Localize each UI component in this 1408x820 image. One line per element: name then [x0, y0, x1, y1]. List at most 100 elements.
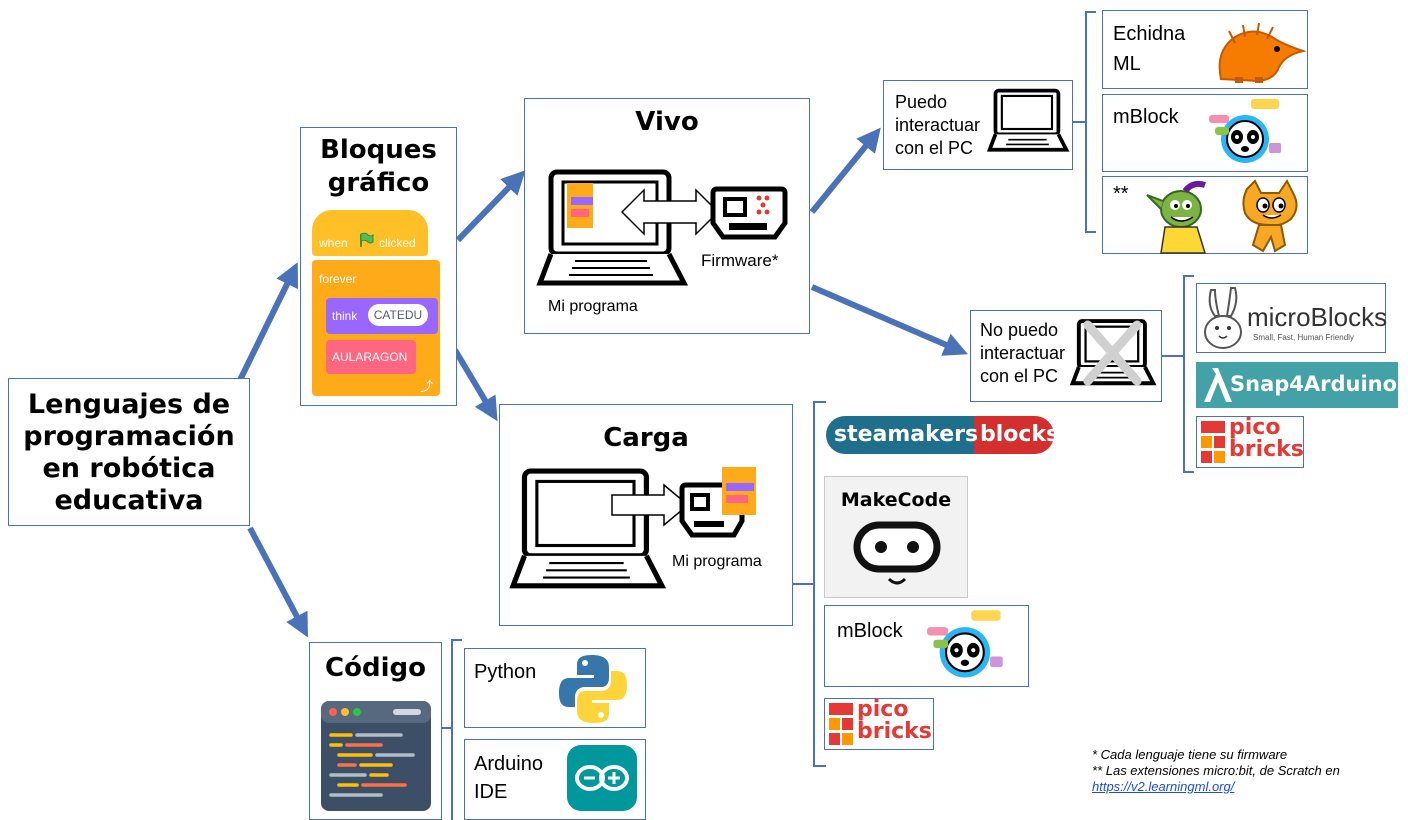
- scratch-script: when clicked forever think CATEDU AULARA…: [312, 210, 440, 396]
- vivo-title: Vivo: [635, 107, 699, 137]
- learningml-scratch-tool: **: [1102, 176, 1308, 254]
- arduino-label-line: Arduino: [474, 753, 543, 775]
- learningml-link[interactable]: https://v2.learningml.org/: [1092, 779, 1235, 794]
- think-label: think: [332, 309, 358, 323]
- loop-arrow-icon: ⤴: [420, 379, 434, 394]
- bloques-node: Bloques gráfico when clicked forever thi…: [300, 127, 457, 406]
- mblock-label: mBlock: [837, 620, 903, 642]
- carga-node: Carga Mi programa: [499, 404, 793, 626]
- arduino-tool: Arduino IDE: [464, 739, 646, 820]
- laptop-icon: [536, 169, 689, 286]
- mblock-tool-carga: mBlock: [824, 605, 1029, 687]
- makecode-tool: MakeCode: [824, 476, 968, 598]
- picobricks-tool-carga: pico bricks: [824, 698, 934, 750]
- nopuedo-line: No puedo: [980, 320, 1059, 340]
- bracket-nopuedo: [1162, 275, 1194, 473]
- bricks-line: bricks: [1229, 437, 1304, 462]
- steamakers-label: steamakers: [834, 422, 979, 447]
- steamakers-tool: steamakers blocks: [822, 412, 1060, 458]
- snap4arduino-tool: Snap4Arduino: [1196, 362, 1398, 408]
- picobricks-logo-icon: [829, 703, 853, 745]
- carga-title: Carga: [603, 423, 689, 453]
- nopuedo-line: con el PC: [980, 366, 1059, 386]
- footnotes: * Cada lenguaje tiene su firmware ** Las…: [1092, 747, 1404, 795]
- think-block: think CATEDU: [326, 298, 438, 334]
- echidna-mascot-icon: [1218, 22, 1307, 83]
- when-label: when: [319, 236, 348, 250]
- pico-line: pico: [857, 697, 909, 722]
- microblocks-bunny-icon: [1204, 287, 1242, 349]
- carga-program-label: Mi programa: [672, 553, 762, 570]
- aularagon-block: AULARAGON: [326, 340, 416, 374]
- double-arrow-icon: [620, 188, 720, 236]
- learningml-mascot-icon: [1146, 180, 1207, 254]
- snap-lambda-icon: [1204, 368, 1232, 402]
- code-editor-icon: [321, 701, 431, 811]
- clicked-label: clicked: [379, 236, 416, 250]
- picobricks-logo-icon: [1201, 421, 1225, 463]
- snap4arduino-name: Snap4Arduino: [1230, 372, 1398, 396]
- echidna-label-line: ML: [1113, 53, 1141, 75]
- pico-line: pico: [1229, 415, 1281, 440]
- blocks-part: [974, 416, 1054, 454]
- vivo-node: Vivo Firmware* Mi programa: [524, 98, 810, 334]
- arrow-bloques-to-carga: [452, 348, 498, 422]
- extensions-marker: **: [1113, 183, 1129, 205]
- footnote-extensions: ** Las extensiones micro:bit, de Scratch…: [1092, 763, 1340, 778]
- think-argument: CATEDU: [368, 304, 428, 326]
- mblock-panda-icon: [927, 610, 1003, 678]
- firmware-label: Firmware*: [701, 251, 779, 270]
- codigo-node: Código: [309, 642, 442, 820]
- blocks-label: blocks: [980, 422, 1060, 447]
- puedo-line: interactuar: [895, 115, 981, 135]
- microblocks-name: microBlocks: [1247, 302, 1388, 332]
- forever-block: forever think CATEDU AULARAGON ⤴: [312, 260, 440, 396]
- bracket-puedo: [1072, 11, 1096, 233]
- bracket-codigo: [442, 639, 462, 820]
- nopuedo-node: No puedo interactuar con el PC: [970, 310, 1162, 402]
- codigo-title: Código: [325, 653, 426, 683]
- makecode-microbit-icon: [853, 521, 941, 585]
- arrow-root-to-codigo: [247, 526, 309, 638]
- right-arrow-icon: [611, 483, 690, 527]
- arrow-root-to-bloques: [237, 262, 298, 382]
- scratch-cat-icon: [1242, 179, 1298, 253]
- bracket-carga: [793, 401, 826, 767]
- root-line: en robótica: [42, 453, 216, 484]
- arrow-vivo-to-puedo: [809, 127, 881, 214]
- mblock-panda-icon: [1209, 99, 1281, 163]
- green-flag-icon: [360, 232, 374, 247]
- microbit-board-icon: [710, 186, 788, 240]
- bloques-title-line: gráfico: [327, 168, 430, 198]
- footnote-firmware: * Cada lenguaje tiene su firmware: [1092, 747, 1288, 762]
- root-line: educativa: [54, 485, 204, 516]
- root-line: programación: [23, 421, 235, 452]
- arduino-logo-icon: [567, 745, 637, 811]
- laptop-icon: [509, 468, 667, 589]
- picobricks-tool-nopuedo: pico bricks: [1196, 416, 1304, 468]
- nopuedo-line: interactuar: [980, 343, 1066, 363]
- bloques-title-line: Bloques: [320, 135, 437, 165]
- arrow-bloques-to-vivo: [455, 170, 526, 243]
- mblock-label: mBlock: [1113, 106, 1179, 128]
- bricks-line: bricks: [857, 719, 932, 744]
- microblocks-tagline: Small, Fast, Human Friendly: [1253, 333, 1354, 342]
- puedo-node: Puedo interactuar con el PC: [883, 80, 1073, 170]
- laptop-crossed-icon: [1069, 319, 1157, 386]
- laptop-icon: [986, 88, 1070, 152]
- python-tool: Python: [464, 648, 646, 728]
- root-node: Lenguajes de programación en robótica ed…: [8, 378, 250, 526]
- python-logo-icon: [559, 655, 627, 723]
- puedo-line: con el PC: [895, 138, 974, 158]
- python-label: Python: [474, 661, 537, 683]
- when-clicked-block: when clicked: [312, 210, 428, 256]
- mblock-tool-puedo: mBlock: [1102, 94, 1308, 172]
- puedo-line: Puedo: [895, 92, 948, 112]
- arrow-vivo-to-nopuedo: [810, 284, 968, 356]
- arduino-label-line: IDE: [474, 781, 508, 803]
- echidna-tool: Echidna ML: [1102, 10, 1308, 89]
- makecode-name: MakeCode: [840, 489, 952, 511]
- microbit-with-program-icon: [679, 467, 756, 538]
- aularagon-label: AULARAGON: [332, 350, 408, 364]
